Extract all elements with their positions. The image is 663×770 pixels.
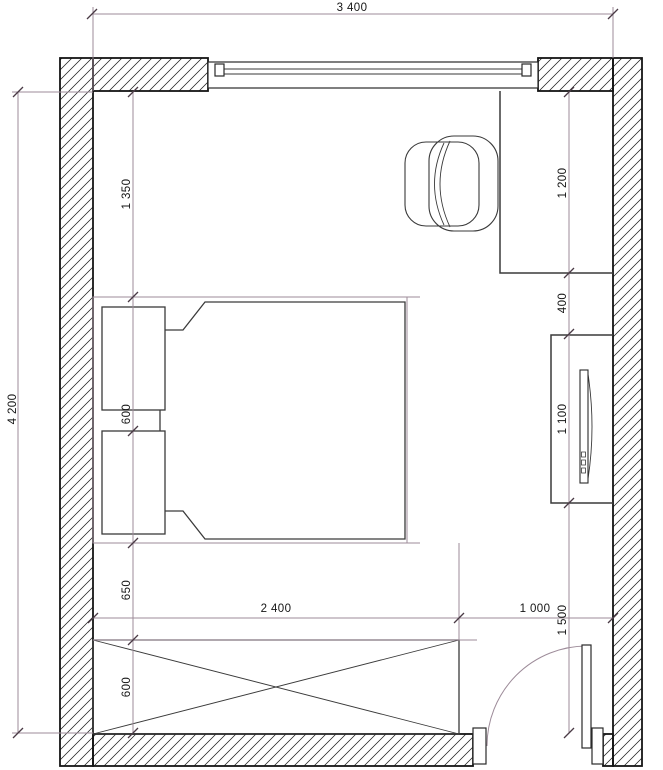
window-cap-right — [521, 63, 532, 77]
door-swing-arc — [486, 645, 588, 747]
dimension-ticks — [12, 8, 619, 739]
window — [207, 61, 539, 89]
dim-label-total-width: 3 400 — [337, 2, 368, 14]
tv-bench-outline — [550, 334, 613, 504]
dim-label-right-1500: 1 500 — [557, 605, 569, 636]
window-glazing — [222, 68, 524, 75]
wardrobe-cross — [92, 639, 460, 735]
tv-bench — [550, 334, 613, 504]
wall-top-left — [92, 57, 209, 92]
chair-seat — [428, 135, 499, 232]
dim-label-right-1200: 1 200 — [557, 168, 569, 199]
bed-duvet — [159, 301, 406, 540]
ticks-left — [12, 86, 24, 739]
dim-label-right-400: 400 — [557, 293, 569, 313]
door — [472, 644, 604, 765]
wall-right — [612, 57, 643, 767]
desk — [499, 91, 613, 274]
tv-panel — [579, 369, 589, 484]
dim-label-left-1350: 1 350 — [121, 179, 133, 210]
wall-left — [59, 57, 94, 767]
dim-label-left-600a: 600 — [121, 404, 133, 424]
desk-outline — [499, 91, 613, 274]
chair-backrest — [404, 141, 480, 227]
wall-bottom-right — [602, 733, 614, 767]
dim-label-left-650: 650 — [121, 580, 133, 600]
ticks-chain-right — [563, 86, 575, 739]
wall-bottom-left — [92, 733, 474, 767]
ticks-chain-bottom — [87, 612, 619, 624]
wardrobe — [92, 639, 460, 735]
bed — [92, 296, 408, 544]
tv-connectors — [581, 451, 586, 474]
door-jamb-left — [472, 727, 487, 765]
dim-ext-top — [92, 7, 614, 91]
wall-top-right — [537, 57, 614, 92]
window-cap-left — [214, 63, 225, 77]
door-leaf — [581, 644, 592, 749]
ticks-top — [86, 8, 619, 20]
dim-label-total-height: 4 200 — [7, 394, 19, 425]
ticks-chain-left — [127, 86, 139, 739]
dimension-lines — [12, 7, 614, 734]
door-jamb-right — [591, 727, 604, 765]
tv-back-curve — [587, 373, 593, 480]
dim-ext-left — [12, 91, 93, 734]
walls — [59, 57, 643, 767]
dim-label-right-1100: 1 100 — [557, 404, 569, 435]
dim-label-bottom-1000: 1 000 — [520, 603, 551, 615]
dim-label-left-600b: 600 — [121, 677, 133, 697]
dim-ext-interior — [93, 296, 477, 641]
window-frame — [207, 61, 539, 89]
dim-label-bottom-2400: 2 400 — [261, 603, 292, 615]
dimension-labels: 3 400 4 200 1 350 600 650 600 1 200 400 … — [7, 2, 569, 697]
chair — [404, 135, 499, 232]
chair-cushion-lines — [434, 140, 451, 228]
tv — [579, 369, 593, 484]
